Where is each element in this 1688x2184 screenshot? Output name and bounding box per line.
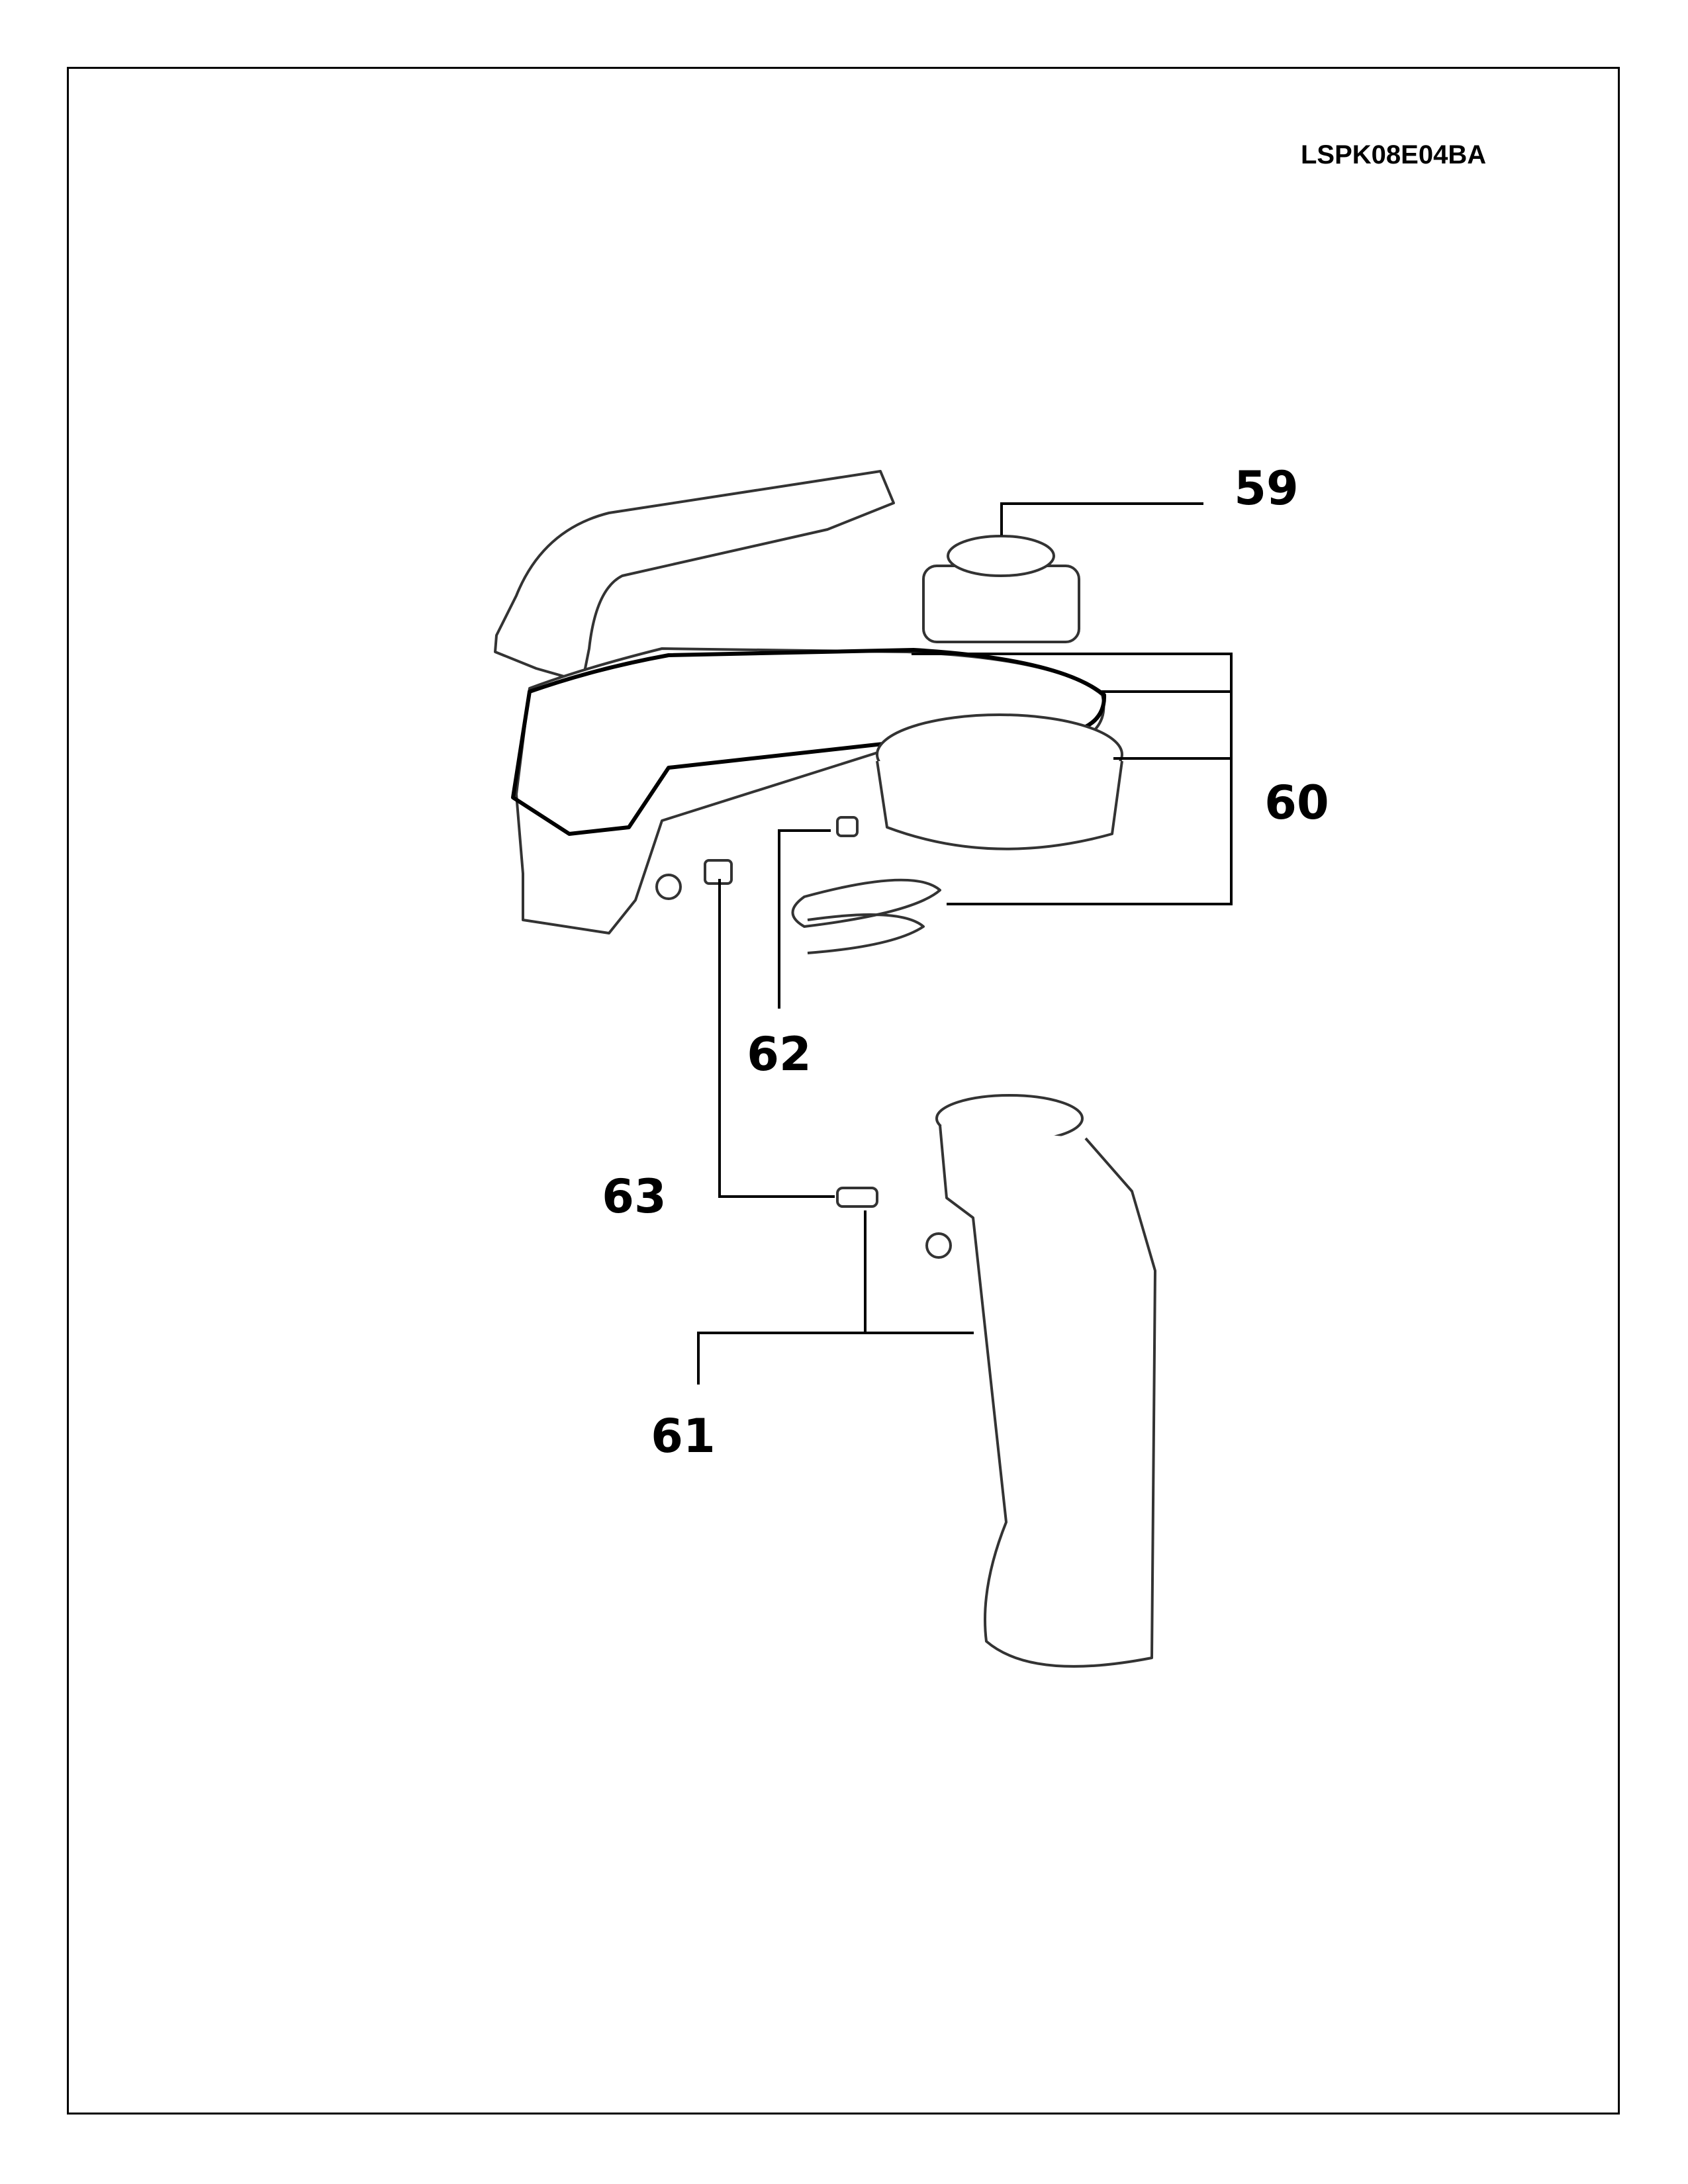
duct-cover bbox=[494, 470, 895, 683]
heater-element bbox=[791, 878, 941, 954]
page-border bbox=[67, 67, 1620, 2115]
fan-wheel bbox=[922, 565, 1080, 643]
callout-59: 59 bbox=[1234, 461, 1299, 516]
callout-62: 62 bbox=[747, 1027, 812, 1081]
callout-60: 60 bbox=[1264, 776, 1329, 830]
leader-60 bbox=[912, 653, 1233, 905]
callout-61: 61 bbox=[651, 1409, 716, 1463]
leader-61 bbox=[697, 1210, 974, 1385]
leader-63 bbox=[718, 879, 835, 1198]
sensor-part bbox=[836, 816, 859, 837]
model-code: LSPK08E04BA bbox=[1301, 140, 1487, 169]
grommet-part bbox=[655, 874, 682, 900]
callout-63: 63 bbox=[602, 1169, 667, 1224]
fan-wheel-hub bbox=[947, 535, 1055, 577]
grommet-part-lower bbox=[925, 1232, 952, 1259]
blower-housing bbox=[876, 760, 1123, 850]
lower-duct bbox=[939, 1124, 1156, 1668]
leader-62 bbox=[778, 829, 831, 1009]
leader-59 bbox=[1000, 502, 1203, 535]
thermistor-part bbox=[836, 1187, 878, 1208]
